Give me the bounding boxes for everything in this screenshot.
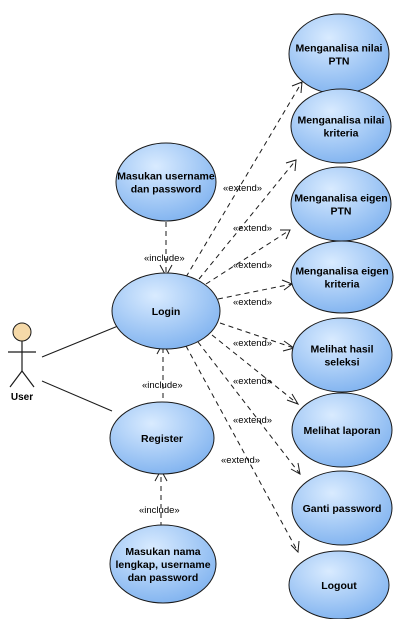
usecase-login[interactable]: Login xyxy=(111,272,221,350)
include-login-masukan-username xyxy=(159,221,173,278)
extend-label-8: «extend» xyxy=(221,455,260,466)
svg-text:Melihat laporan: Melihat laporan xyxy=(303,425,380,437)
include-label-2: «include» xyxy=(142,380,183,391)
extend-label-2: «extend» xyxy=(233,223,272,234)
usecase-label-line: Register xyxy=(141,433,183,445)
extend-menganalisa-eigen-ptn xyxy=(205,229,291,285)
extend-label-1: «extend» xyxy=(223,183,262,194)
usecase-label-line: seleksi xyxy=(324,357,359,369)
usecase-melihat-laporan[interactable]: Melihat laporan xyxy=(291,392,393,468)
extend-menganalisa-nilai-kriteria xyxy=(198,159,297,280)
usecase-label-line: lengkap, username xyxy=(115,559,210,571)
usecase-label-line: dan password xyxy=(131,184,202,196)
extend-menganalisa-nilai-ptn xyxy=(185,81,303,278)
usecase-label-line: dan password xyxy=(128,572,199,584)
association-user-login xyxy=(41,325,119,358)
extend-label-3: «extend» xyxy=(233,260,272,271)
extend-label-7: «extend» xyxy=(233,415,272,426)
usecase-label-line: Melihat laporan xyxy=(303,425,380,437)
usecase-label-line: Menganalisa eigen xyxy=(294,193,387,205)
usecase-label-line: Masukan username xyxy=(117,171,215,183)
association-user-register xyxy=(41,380,113,412)
usecase-label-line: Menganalisa eigen xyxy=(295,266,388,278)
usecase-label-line: Melihat hasil xyxy=(310,344,373,356)
usecase-label-line: Menganalisa nilai xyxy=(296,43,383,55)
include-label-3: «include» xyxy=(139,505,180,516)
usecase-label-line: Login xyxy=(152,306,181,318)
usecase-ganti-password[interactable]: Ganti password xyxy=(291,470,393,546)
extend-logout xyxy=(185,345,300,554)
include-masukan-nama-register xyxy=(154,468,168,527)
usecase-register[interactable]: Register xyxy=(109,401,215,475)
actor-label: User xyxy=(11,392,33,403)
include-register-login xyxy=(156,341,170,407)
usecase-label-line: Menganalisa nilai xyxy=(298,115,385,127)
extend-melihat-laporan xyxy=(211,334,300,405)
svg-text:Login: Login xyxy=(152,306,181,318)
extend-label-5: «extend» xyxy=(233,338,272,349)
usecase-label-line: Ganti password xyxy=(303,503,382,515)
usecase-logout[interactable]: Logout xyxy=(288,550,390,619)
usecase-label-line: PTN xyxy=(329,56,350,68)
extend-label-4: «extend» xyxy=(233,297,272,308)
actor-head-icon xyxy=(12,322,32,342)
usecase-label-line: Logout xyxy=(321,580,357,592)
svg-text:Register: Register xyxy=(141,433,183,445)
extend-ganti-password xyxy=(197,341,301,475)
include-label-1: «include» xyxy=(144,253,185,264)
actor-user[interactable]: User xyxy=(8,322,36,403)
usecase-label-line: Masukan nama xyxy=(125,546,200,558)
svg-text:Ganti password: Ganti password xyxy=(303,503,382,515)
svg-text:Logout: Logout xyxy=(321,580,357,592)
usecase-label-line: PTN xyxy=(331,206,352,218)
usecase-label-line: kriteria xyxy=(324,279,359,291)
usecase-label-line: kriteria xyxy=(323,128,358,140)
extend-label-6: «extend» xyxy=(233,376,272,387)
